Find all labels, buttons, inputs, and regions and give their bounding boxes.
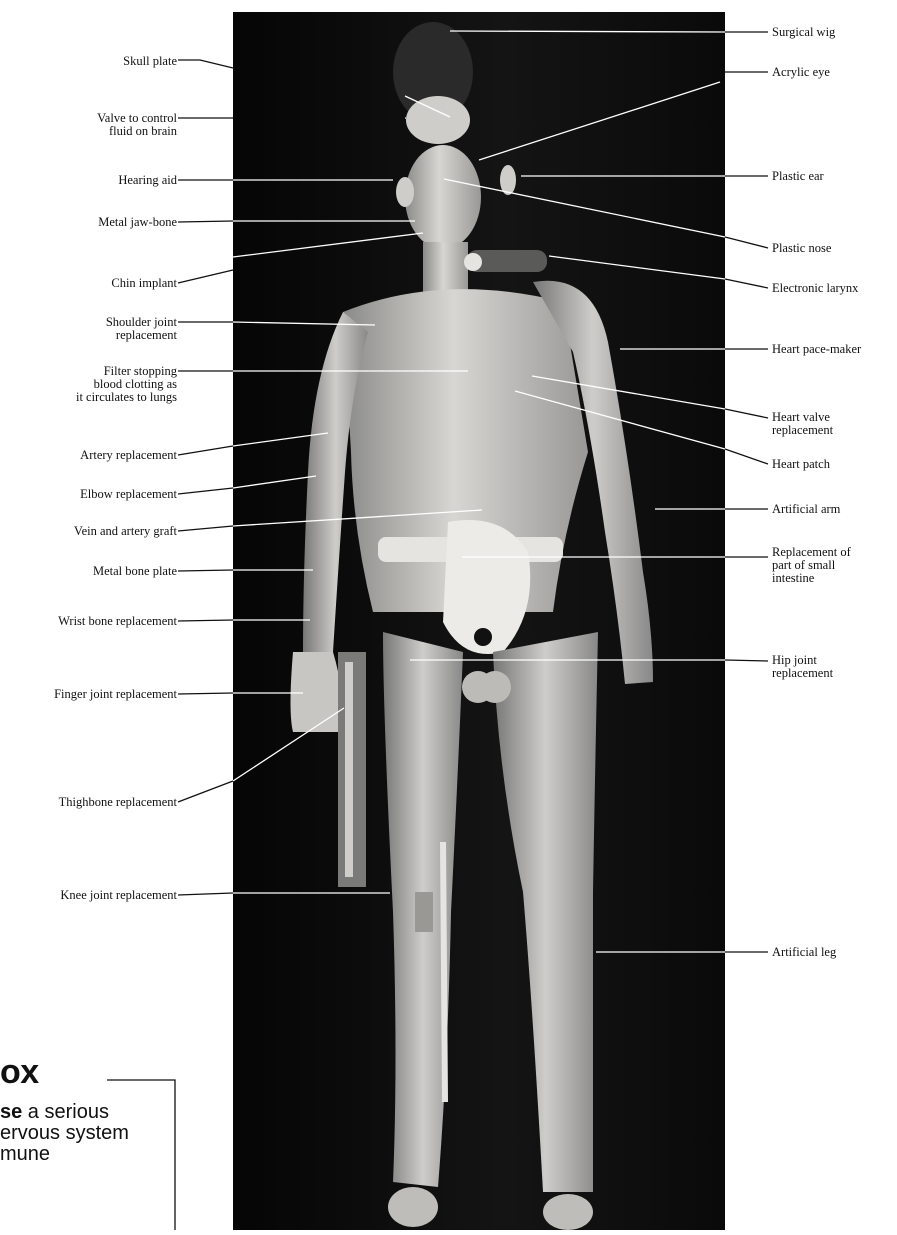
- label-ear: Plastic ear: [772, 170, 824, 183]
- label-line: replacement: [106, 329, 177, 342]
- label-artery: Artery replacement: [80, 449, 177, 462]
- label-line: Plastic ear: [772, 170, 824, 183]
- label-line: fluid on brain: [97, 125, 177, 138]
- box-title-fragment: ox: [0, 1054, 39, 1090]
- label-skull-plate: Skull plate: [123, 55, 177, 68]
- label-line: replacement: [772, 424, 833, 437]
- label-line: Metal bone plate: [93, 565, 177, 578]
- box-text-line1: a serious: [22, 1101, 109, 1123]
- label-line: Wrist bone replacement: [58, 615, 177, 628]
- label-eye: Acrylic eye: [772, 66, 830, 79]
- label-line: Vein and artery graft: [74, 525, 177, 538]
- label-line: Artery replacement: [80, 449, 177, 462]
- label-knee: Knee joint replacement: [60, 889, 177, 902]
- label-elbow: Elbow replacement: [80, 488, 177, 501]
- label-line: Thighbone replacement: [59, 796, 177, 809]
- label-bone-plate: Metal bone plate: [93, 565, 177, 578]
- label-line: Chin implant: [111, 277, 177, 290]
- label-line: Electronic larynx: [772, 282, 858, 295]
- label-line: Artificial leg: [772, 946, 836, 959]
- label-nose: Plastic nose: [772, 242, 831, 255]
- label-line: Hearing aid: [118, 174, 177, 187]
- label-heart-patch: Heart patch: [772, 458, 830, 471]
- box-text: se a serious ervous system mune: [0, 1102, 200, 1165]
- box-text-line2: ervous system: [0, 1123, 200, 1144]
- label-line: Knee joint replacement: [60, 889, 177, 902]
- label-wig: Surgical wig: [772, 26, 835, 39]
- label-line: Heart patch: [772, 458, 830, 471]
- label-line: Heart pace-maker: [772, 343, 861, 356]
- label-larynx: Electronic larynx: [772, 282, 858, 295]
- label-thighbone: Thighbone replacement: [59, 796, 177, 809]
- label-line: replacement: [772, 667, 833, 680]
- label-chin: Chin implant: [111, 277, 177, 290]
- label-line: Surgical wig: [772, 26, 835, 39]
- label-line: Acrylic eye: [772, 66, 830, 79]
- label-line: Metal jaw-bone: [98, 216, 177, 229]
- label-pacemaker: Heart pace-maker: [772, 343, 861, 356]
- label-line: intestine: [772, 572, 851, 585]
- label-line: Elbow replacement: [80, 488, 177, 501]
- box-text-line3: mune: [0, 1144, 200, 1165]
- label-vein: Vein and artery graft: [74, 525, 177, 538]
- label-line: Finger joint replacement: [54, 688, 177, 701]
- label-line: Skull plate: [123, 55, 177, 68]
- label-finger: Finger joint replacement: [54, 688, 177, 701]
- label-leg: Artificial leg: [772, 946, 836, 959]
- label-wrist: Wrist bone replacement: [58, 615, 177, 628]
- box-text-bold: se: [0, 1101, 22, 1123]
- label-jaw-bone: Metal jaw-bone: [98, 216, 177, 229]
- label-line: Plastic nose: [772, 242, 831, 255]
- label-arm: Artificial arm: [772, 503, 840, 516]
- label-line: Artificial arm: [772, 503, 840, 516]
- label-hearing-aid: Hearing aid: [118, 174, 177, 187]
- label-line: it circulates to lungs: [76, 391, 177, 404]
